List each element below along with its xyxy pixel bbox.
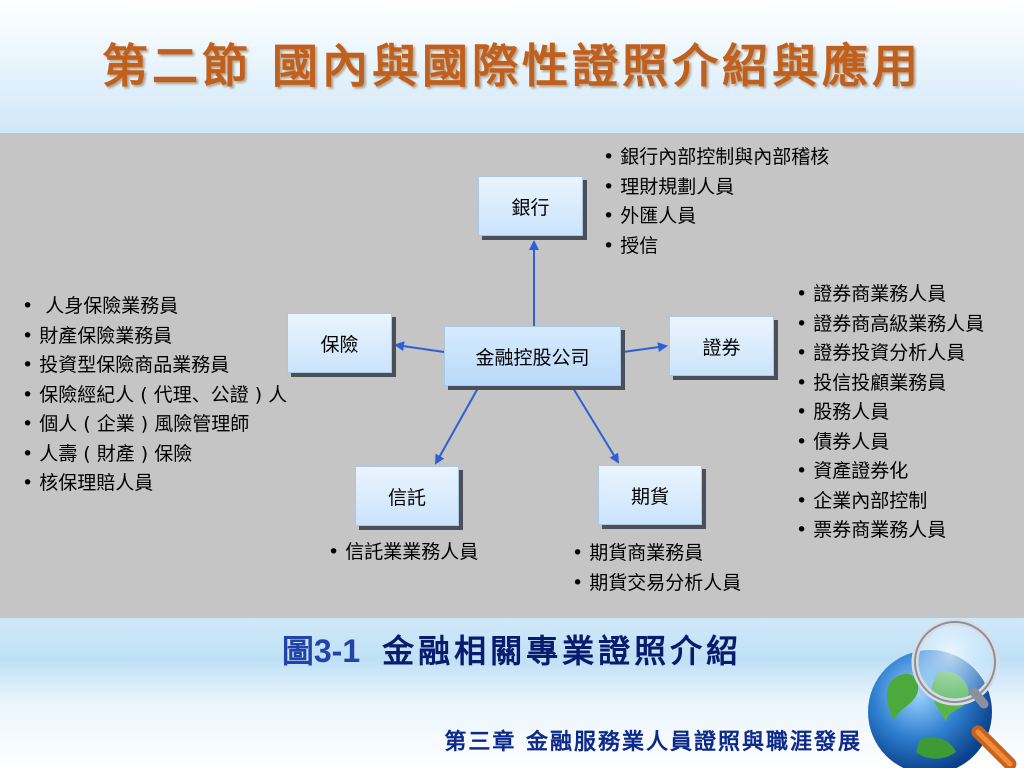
figure-title: 金融相關專業證照介紹 <box>382 632 743 670</box>
node-futures: 期貨 <box>598 465 702 525</box>
bank-license-list: 銀行內部控制與內部稽核 理財規劃人員 外匯人員 授信 <box>603 143 829 261</box>
list-item: 證券商業務人員 <box>796 280 984 310</box>
chapter-footer: 第三章 金融服務業人員證照與職涯發展 <box>444 729 862 755</box>
node-securities: 證券 <box>669 316 774 376</box>
list-item: 股務人員 <box>796 398 984 428</box>
list-item: 保險經紀人 ( 代理、公證 ) 人 <box>22 381 287 411</box>
list-item: 人身保險業務員 <box>22 292 287 322</box>
globe-magnifier-icon <box>868 618 1017 768</box>
list-item: 投資型保險商品業務員 <box>22 351 287 381</box>
list-item: 財產保險業務員 <box>22 322 287 352</box>
node-financial-holding: 金融控股公司 <box>444 326 621 386</box>
list-item: 核保理賠人員 <box>22 469 287 499</box>
figure-caption: 圖3-1 金融相關專業證照介紹 <box>0 626 1024 672</box>
list-item: 投信投顧業務員 <box>796 369 984 399</box>
list-item: 證券投資分析人員 <box>796 339 984 369</box>
list-item: 個人 ( 企業 ) 風險管理師 <box>22 410 287 440</box>
list-item: 外匯人員 <box>603 202 829 232</box>
list-item: 期貨商業務員 <box>572 539 741 569</box>
list-item: 票券商業務人員 <box>796 516 984 546</box>
insurance-license-list: 人身保險業務員 財產保險業務員 投資型保險商品業務員 保險經紀人 ( 代理、公證… <box>22 292 287 499</box>
figure-number: 圖3-1 <box>281 633 361 669</box>
list-item: 證券商高級業務人員 <box>796 310 984 340</box>
list-item: 人壽 ( 財產 ) 保險 <box>22 440 287 470</box>
node-bank: 銀行 <box>478 176 583 236</box>
futures-license-list: 期貨商業務員 期貨交易分析人員 <box>572 539 741 598</box>
securities-license-list: 證券商業務人員 證券商高級業務人員 證券投資分析人員 投信投顧業務員 股務人員 … <box>796 280 984 546</box>
list-item: 銀行內部控制與內部稽核 <box>603 143 829 173</box>
node-trust: 信託 <box>355 466 459 526</box>
list-item: 資產證券化 <box>796 457 984 487</box>
list-item: 企業內部控制 <box>796 487 984 517</box>
node-insurance: 保險 <box>287 313 392 373</box>
list-item: 債券人員 <box>796 428 984 458</box>
slide-title: 第二節 國內與國際性證照介紹與應用 <box>101 39 922 93</box>
list-item: 信託業業務人員 <box>328 538 478 568</box>
list-item: 期貨交易分析人員 <box>572 569 741 599</box>
trust-license-list: 信託業業務人員 <box>328 538 478 568</box>
list-item: 理財規劃人員 <box>603 173 829 203</box>
list-item: 授信 <box>603 232 829 262</box>
